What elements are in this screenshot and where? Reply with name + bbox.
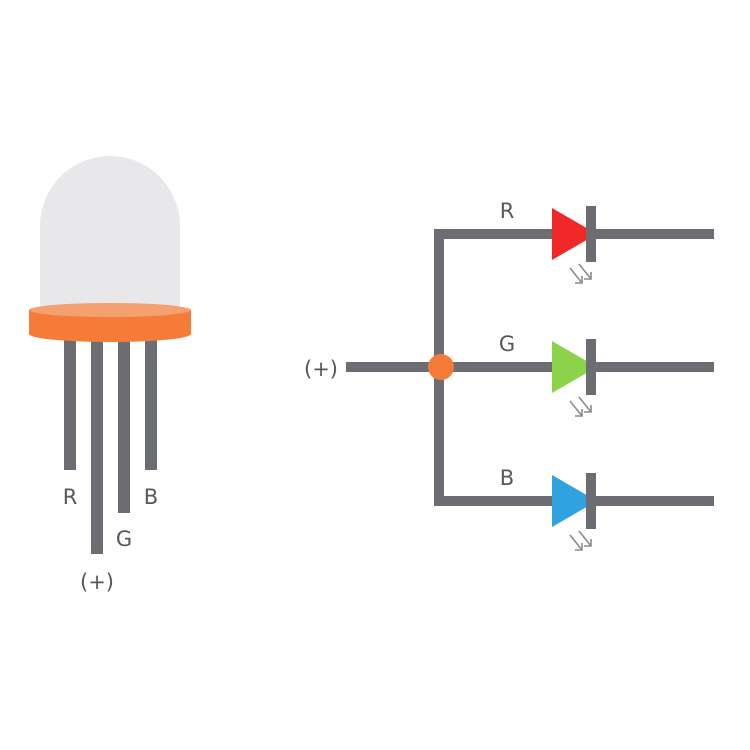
- pin-green: [118, 338, 130, 513]
- branch-blue: B: [434, 466, 714, 551]
- branch-wire-green-out: [590, 362, 714, 372]
- emission-arrows-red: [569, 263, 592, 284]
- branch-wire-blue-out: [590, 496, 714, 506]
- branch-red: R: [434, 199, 714, 284]
- led-lens: [40, 156, 180, 312]
- schematic: (+) R G: [304, 199, 714, 551]
- diode-bar-red: [586, 206, 596, 262]
- diode-blue: [552, 475, 597, 527]
- pin-red: [64, 338, 76, 470]
- input-label: (+): [304, 357, 338, 381]
- branch-green: G: [434, 332, 714, 417]
- branch-label-red: R: [500, 199, 515, 223]
- input-wire: [346, 362, 442, 372]
- branch-wire-green-in: [434, 362, 554, 372]
- diode-bar-green: [586, 339, 596, 395]
- pin-anode: [91, 338, 103, 554]
- pin-label-blue: B: [144, 485, 158, 509]
- branch-label-green: G: [499, 332, 515, 356]
- branch-wire-red-out: [590, 229, 714, 239]
- diode-bar-blue: [586, 473, 596, 529]
- pin-label-anode: (+): [80, 570, 114, 594]
- led-component: R G B (+): [29, 156, 191, 594]
- emission-arrows-blue: [569, 530, 592, 551]
- junction-dot: [428, 354, 454, 380]
- branch-wire-red-in: [434, 229, 554, 239]
- pin-label-green: G: [116, 527, 132, 551]
- emission-arrows-green: [569, 396, 592, 417]
- branch-wire-blue-in: [434, 496, 554, 506]
- pin-label-red: R: [63, 485, 78, 509]
- diode-red: [552, 208, 597, 260]
- branch-label-blue: B: [500, 466, 514, 490]
- pin-blue: [145, 338, 157, 470]
- diode-green: [552, 341, 597, 393]
- led-base-top: [29, 303, 191, 317]
